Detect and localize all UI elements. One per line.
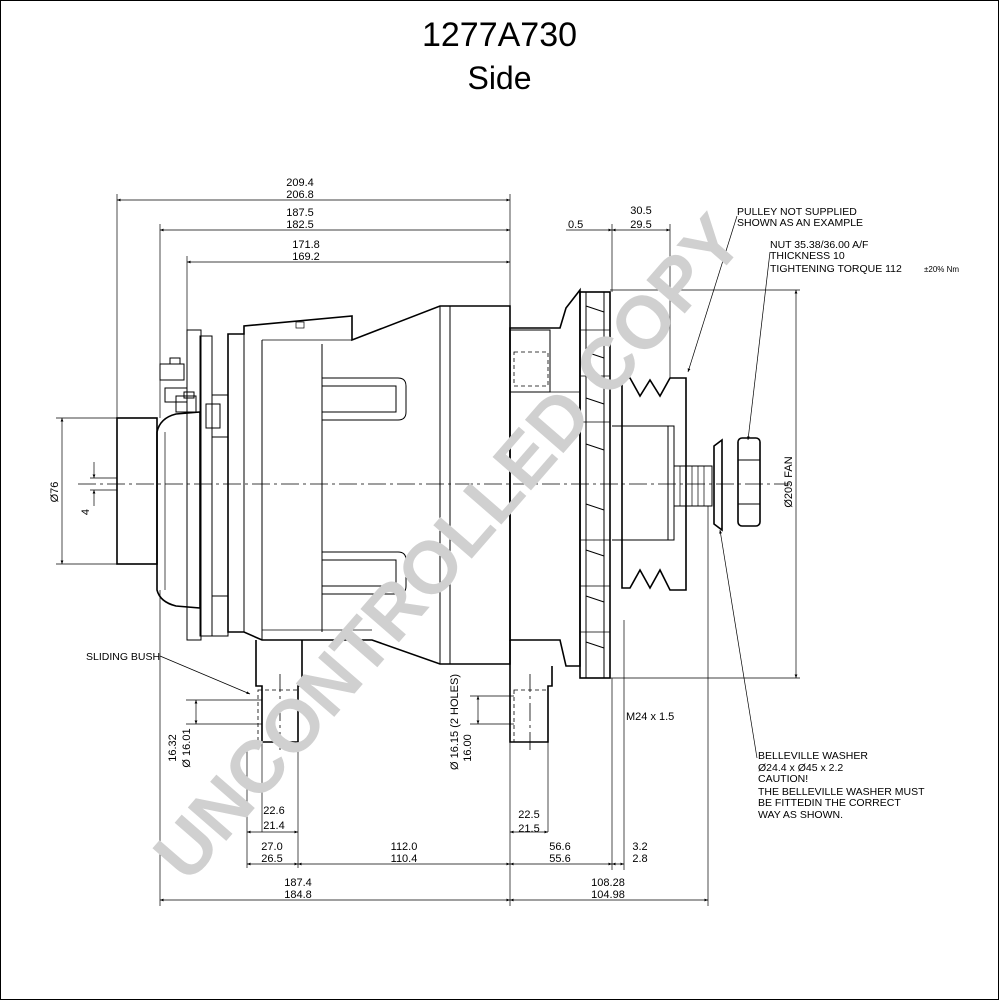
note-washer-line6: WAY AS SHOWN.	[758, 809, 843, 821]
dim-182-5: 182.5	[286, 219, 314, 231]
note-washer-line1: BELLEVILLE WASHER	[758, 750, 868, 762]
rear-cap	[156, 411, 201, 609]
dim-29-5: 29.5	[630, 219, 651, 231]
note-pulley-line1: PULLEY NOT SUPPLIED	[737, 206, 857, 218]
note-washer-line3: CAUTION!	[758, 773, 808, 785]
note-washer-line2: Ø24.4 x Ø45 x 2.2	[758, 762, 843, 774]
dim-22-5: 22.5	[518, 809, 539, 821]
dim-dia-16-15-holes: Ø 16.15 (2 HOLES)	[449, 674, 461, 770]
front-mounting-foot	[509, 640, 553, 743]
uncontrolled-copy-watermark: UNCONTROLLED COPY	[137, 199, 758, 896]
note-nut-line1: NUT 35.38/36.00 A/F	[770, 239, 868, 251]
dim-184-8: 184.8	[284, 889, 312, 901]
note-sliding-bush: SLIDING BUSH	[86, 651, 160, 663]
dim-187-4: 187.4	[284, 877, 312, 889]
dim-56-6: 56.6	[549, 841, 570, 853]
dim-104-98: 104.98	[591, 889, 625, 901]
dim-206-8: 206.8	[286, 189, 314, 201]
dim-16-32: 16.32	[167, 734, 179, 762]
view-subtitle: Side	[467, 60, 532, 96]
dim-21-5: 21.5	[518, 823, 539, 835]
dim-209-4: 209.4	[286, 177, 314, 189]
dim-27-0: 27.0	[261, 841, 282, 853]
cooling-fan	[579, 291, 611, 679]
dim-187-5: 187.5	[286, 207, 314, 219]
dim-169-2: 169.2	[292, 251, 320, 263]
part-number-title: 1277A730	[421, 16, 578, 54]
dim-m24-thread: M24 x 1.5	[626, 711, 674, 723]
note-washer-line5: BE FITTEDIN THE CORRECT	[758, 797, 901, 809]
dim-dia-205-fan: Ø205 FAN	[783, 456, 795, 507]
dim-dia-76: Ø76	[49, 482, 61, 503]
dim-22-6: 22.6	[263, 805, 284, 817]
dim-108-28: 108.28	[591, 877, 625, 889]
shaft-nut	[737, 437, 761, 527]
note-washer-line4: THE BELLEVILLE WASHER MUST	[758, 786, 925, 798]
rear-cover-plate	[116, 417, 158, 565]
alternator-body	[116, 287, 761, 743]
note-pulley-line2: SHOWN AS AN EXAMPLE	[737, 217, 863, 229]
extension-lines	[56, 194, 800, 906]
dim-16-00: 16.00	[462, 734, 474, 762]
dim-dia-16-01: Ø 16.01	[181, 728, 193, 767]
dimension-texts: 209.4 206.8 187.5 182.5 171.8 169.2 0.5 …	[49, 177, 795, 901]
note-nut-line3: TIGHTENING TORQUE 112	[770, 263, 902, 275]
dim-4: 4	[80, 509, 92, 515]
notes: PULLEY NOT SUPPLIED SHOWN AS AN EXAMPLE …	[86, 206, 959, 821]
dim-110-4: 110.4	[391, 853, 418, 865]
dimension-lines	[60, 198, 798, 902]
note-nut-tolerance: ±20% Nm	[924, 265, 959, 274]
dim-171-8: 171.8	[292, 239, 320, 251]
dim-21-4: 21.4	[263, 820, 284, 832]
shaft-thread	[673, 465, 713, 507]
leader-lines	[159, 215, 771, 759]
dim-2-8: 2.8	[632, 853, 647, 865]
dim-3-2: 3.2	[632, 841, 647, 853]
note-nut-line2: THICKNESS 10	[770, 250, 845, 262]
dim-30-5: 30.5	[630, 205, 651, 217]
dim-112-0: 112.0	[391, 841, 418, 853]
dim-0-5: 0.5	[568, 219, 583, 231]
belleville-washer	[713, 438, 723, 532]
dim-55-6: 55.6	[549, 853, 570, 865]
dim-26-5: 26.5	[261, 853, 282, 865]
